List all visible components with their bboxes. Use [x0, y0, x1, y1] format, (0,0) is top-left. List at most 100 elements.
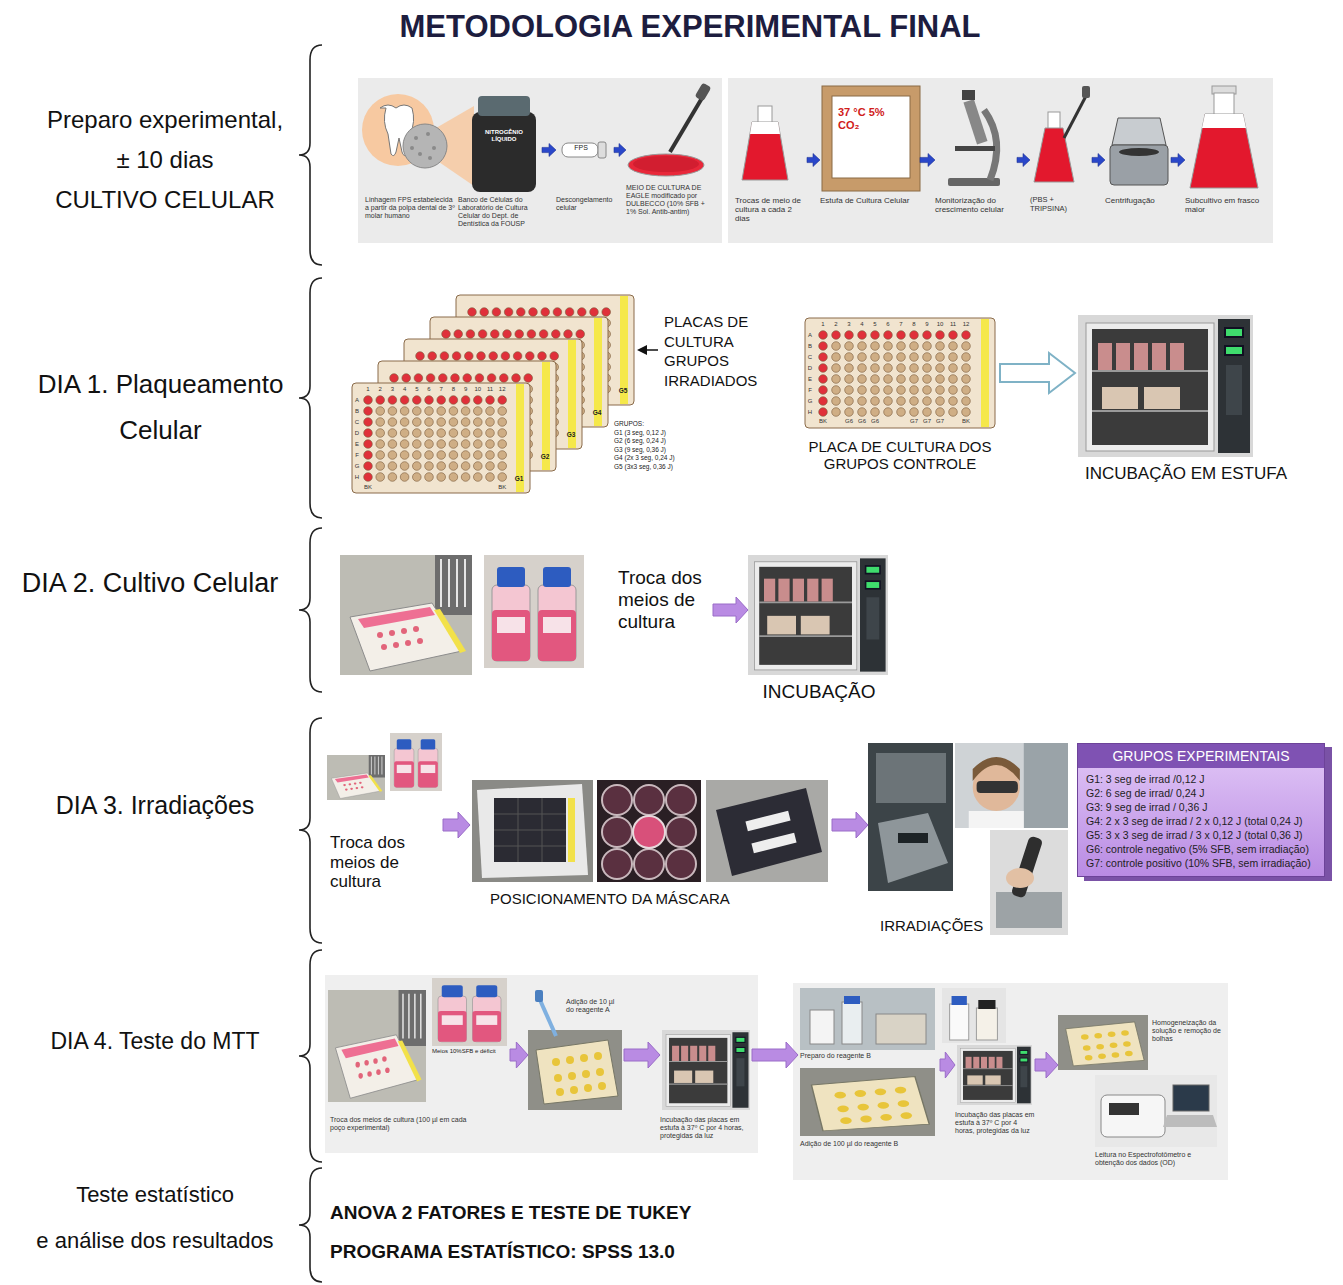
step-caption: IRRADIAÇÕES	[880, 917, 998, 934]
step-caption: PLACA DE CULTURA DOS GRUPOS CONTROLE	[800, 438, 1000, 473]
well-plate	[845, 331, 854, 340]
well-plate	[498, 407, 507, 416]
well-plate	[413, 451, 422, 460]
tooth-cells-icon	[418, 152, 422, 156]
well-plate	[364, 418, 373, 427]
well-plate	[858, 364, 867, 373]
well-plate	[425, 462, 434, 471]
well-plate	[504, 308, 513, 317]
well-plate	[486, 429, 495, 438]
pipette-icon	[535, 990, 556, 1036]
well-plate	[819, 386, 828, 395]
well-plate	[884, 408, 893, 417]
well-plate	[376, 473, 385, 482]
well-plate	[819, 331, 828, 340]
step-caption: G1 (3 seg, 0,12 J)	[614, 429, 689, 436]
photo-node: Meios 10%SFB e déficitTroca dos meios de…	[328, 978, 510, 1132]
well-plate	[962, 353, 971, 362]
microscope-icon	[984, 110, 997, 180]
plate-index: G6	[845, 418, 853, 424]
well-plate	[413, 418, 422, 427]
plate-index: 4	[860, 321, 863, 327]
well-plate	[871, 353, 880, 362]
step-caption: Troca dos meios de cultura (100 µl em ca…	[330, 1116, 480, 1132]
well-plate	[474, 451, 483, 460]
well-plate	[449, 418, 458, 427]
step-caption: POSICIONAMENTO DA MÁSCARA	[490, 890, 820, 907]
well-plate	[962, 408, 971, 417]
well-plate	[858, 397, 867, 406]
flow-arrow	[1017, 154, 1030, 167]
photo	[800, 988, 935, 1050]
plate-index: 10	[937, 321, 944, 327]
step-caption: G3	[564, 431, 578, 438]
incubator-icon	[822, 86, 920, 191]
leader-arrow	[646, 349, 658, 351]
well-plate	[884, 375, 893, 384]
group-item: G4: 2 x 3 seg de irrad / 2 x 0,12 J (tot…	[1078, 814, 1324, 828]
photo	[484, 555, 584, 668]
microscope-icon	[963, 99, 987, 144]
plate-index: A	[355, 397, 359, 403]
well-plate	[390, 374, 399, 383]
well-plate	[498, 440, 507, 449]
well-plate	[425, 451, 434, 460]
well-plate	[437, 440, 446, 449]
photo	[327, 315, 1253, 1147]
well-plate	[376, 396, 385, 405]
section-brace	[299, 718, 322, 943]
control-plate: PLACA DE CULTURA DOS GRUPOS CONTROLE	[800, 318, 1000, 473]
well-plate	[468, 308, 477, 317]
well-plate	[923, 397, 932, 406]
well-plate	[962, 342, 971, 351]
tooth-cells-icon	[410, 132, 436, 160]
well-plate	[400, 473, 409, 482]
well-plate	[845, 342, 854, 351]
well-plate	[454, 330, 463, 339]
well-plate	[449, 440, 458, 449]
well-plate	[515, 330, 524, 339]
well-plate	[449, 407, 458, 416]
well-plate	[923, 364, 932, 373]
flask-icon	[758, 106, 772, 123]
well-plate	[428, 352, 437, 361]
flask-icon	[742, 106, 788, 180]
well-plate	[819, 408, 828, 417]
step-node: Centrifugação	[1105, 84, 1171, 205]
plate-index: 9	[464, 386, 467, 392]
flow-arrow	[1035, 1052, 1058, 1078]
well-plate	[439, 374, 448, 383]
step-caption: Troca dos meios de cultura	[330, 833, 440, 892]
well-plate	[910, 408, 919, 417]
step-caption: G4 (2x 3 seg, 0,24 J)	[614, 454, 689, 461]
well-plate	[437, 418, 446, 427]
group-item: G3: 9 seg de irrad / 0,36 J	[1078, 800, 1324, 814]
photo-node: INCUBAÇÃO	[748, 555, 890, 703]
large-flask-icon	[1190, 86, 1258, 188]
well-plate	[923, 408, 932, 417]
well-plate	[376, 451, 385, 460]
well-plate	[858, 408, 867, 417]
well-plate	[832, 331, 841, 340]
tooth-cells-icon	[428, 156, 432, 160]
well-plate	[413, 473, 422, 482]
well-plate	[442, 330, 451, 339]
large-flask-icon	[1214, 93, 1234, 115]
well-plate	[819, 353, 828, 362]
flow-arrow	[542, 144, 556, 157]
well-plate	[910, 331, 919, 340]
well-plate	[498, 473, 507, 482]
well-plate	[845, 397, 854, 406]
step-caption: FPS	[564, 144, 598, 152]
step-caption: 37 °C 5% CO₂	[838, 106, 888, 131]
photo	[1058, 1015, 1148, 1070]
well-plate	[486, 462, 495, 471]
well-plate	[910, 353, 919, 362]
well-plate	[897, 386, 906, 395]
well-plate	[602, 308, 611, 317]
well-plate	[388, 440, 397, 449]
step-caption: (PBS + TRIPSINA)	[1030, 196, 1092, 213]
photo-node: Troca dos meios de cultura	[340, 555, 713, 675]
well-plate	[498, 462, 507, 471]
culture-dish-icon	[628, 83, 711, 176]
